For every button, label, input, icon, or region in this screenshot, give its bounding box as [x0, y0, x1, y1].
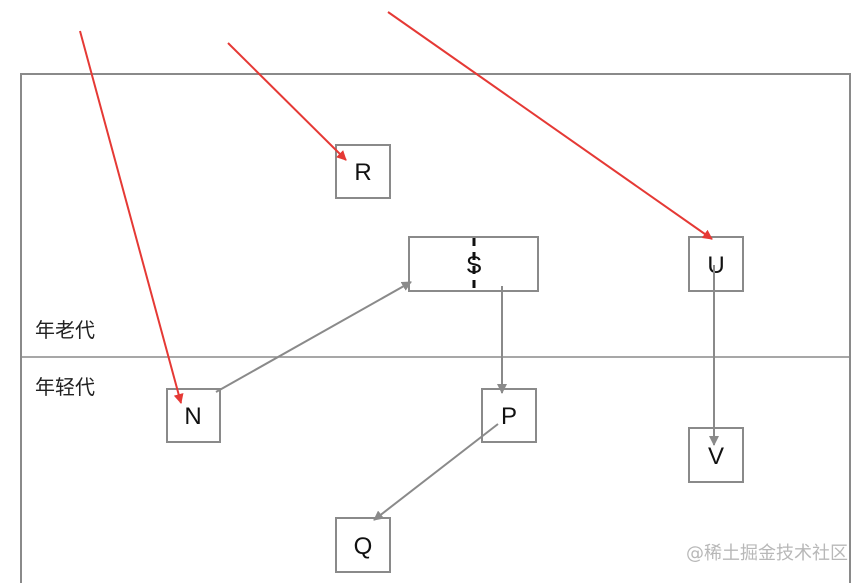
watermark: @稀土掘金技术社区: [686, 543, 848, 564]
node-r: R: [335, 144, 391, 199]
node-n: N: [166, 388, 221, 443]
node-q: Q: [335, 517, 391, 573]
node-p-label: P: [501, 403, 517, 430]
node-p: P: [481, 388, 537, 443]
node-s: S: [408, 236, 539, 292]
node-q-label: Q: [354, 533, 373, 560]
node-s-label: S: [466, 252, 482, 279]
young-generation-label: 年轻代: [35, 375, 95, 399]
ref-arrow-n-to-s: [215, 281, 412, 393]
node-u-label: U: [707, 252, 724, 279]
root-ref-arrow-to-u: [387, 11, 713, 240]
node-r-label: R: [354, 159, 371, 186]
heap-boundary: [20, 73, 851, 583]
old-generation-label: 年老代: [35, 318, 95, 342]
node-n-label: N: [184, 403, 201, 430]
node-v-label: V: [708, 443, 724, 470]
node-v: V: [688, 427, 744, 483]
ref-arrow-p-to-q: [373, 423, 499, 521]
root-ref-arrow-to-r: [227, 42, 347, 161]
root-ref-arrow-to-n: [79, 30, 184, 404]
node-u: U: [688, 236, 744, 292]
